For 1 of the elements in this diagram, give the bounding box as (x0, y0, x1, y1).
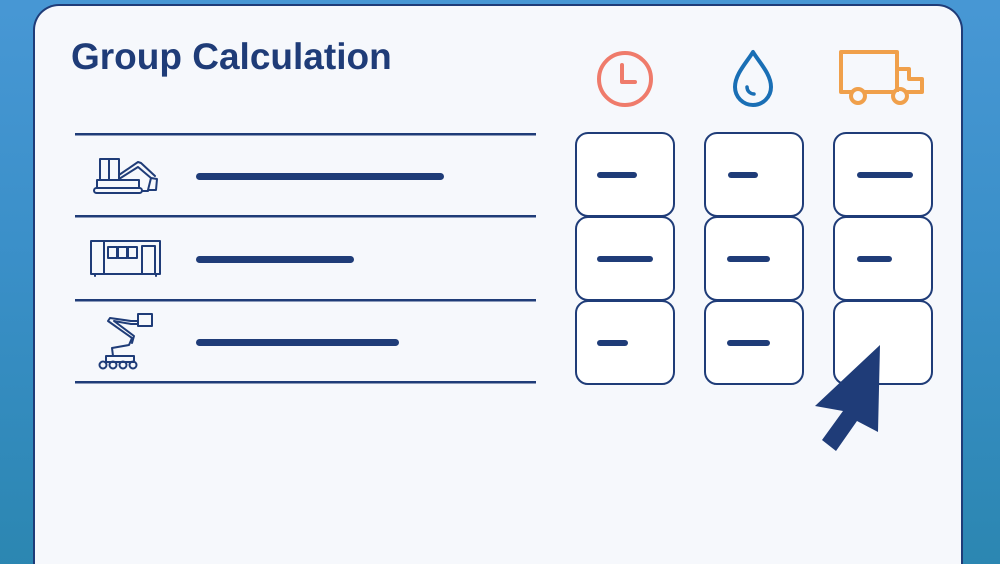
title: Group Calculation (71, 35, 392, 79)
